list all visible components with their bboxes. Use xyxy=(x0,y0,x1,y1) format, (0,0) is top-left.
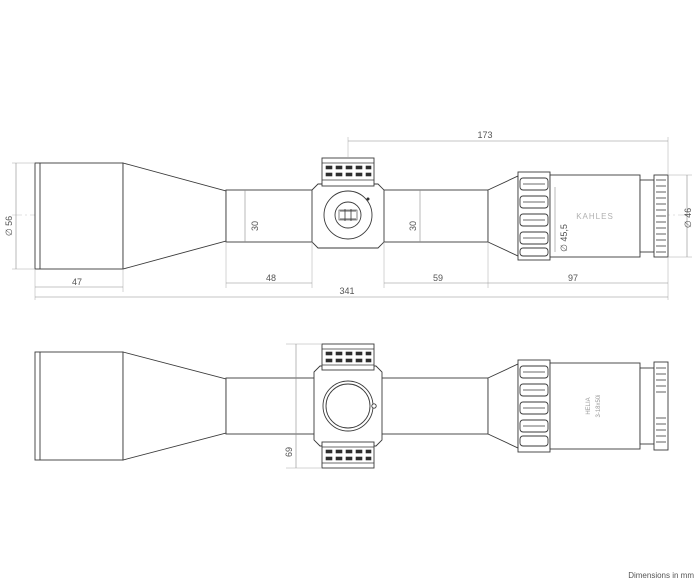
objective-taper-bottom xyxy=(122,351,227,461)
eyepiece-body-bottom xyxy=(549,362,641,450)
dim-diameter-46: ∅ 46 xyxy=(683,208,693,228)
dimensions-note: Dimensions in mm xyxy=(628,571,694,580)
diopter-ring-bottom xyxy=(639,367,655,445)
windage-turret-bottom xyxy=(321,441,375,469)
elevation-turret-bottom xyxy=(321,343,375,371)
ocular-knurled-bottom xyxy=(653,361,669,451)
top-view-dimensions: 173 ∅ 56 30 30 ∅ 45,5 ∅ 46 47 48 xyxy=(4,130,693,300)
dim-341: 341 xyxy=(339,286,354,296)
dim-diameter-45-5: ∅ 45,5 xyxy=(559,224,569,252)
dim-173: 173 xyxy=(477,130,492,140)
dim-30-front: 30 xyxy=(250,221,260,231)
scope-side-view: KAHLES xyxy=(12,157,690,270)
brand-label-model: 3-18x50i xyxy=(596,394,602,417)
eyepiece-body xyxy=(549,174,641,258)
bottom-view-dimensions: 69 xyxy=(284,343,322,469)
turret-cap-inner xyxy=(325,383,371,429)
elevation-turret xyxy=(321,157,375,187)
brand-label-top: KAHLES xyxy=(576,212,614,221)
objective-bell xyxy=(34,162,124,270)
dim-97: 97 xyxy=(568,273,578,283)
eyepiece-taper-bottom xyxy=(487,363,519,449)
brand-label-helia: HELIA xyxy=(586,397,592,414)
objective-taper xyxy=(122,162,227,270)
turret-cap-marker xyxy=(371,403,377,409)
dim-59: 59 xyxy=(433,273,443,283)
dim-48: 48 xyxy=(266,273,276,283)
eyepiece-taper xyxy=(487,175,519,257)
elevation-turret-knurling xyxy=(322,162,374,181)
diopter-ring xyxy=(639,179,655,253)
dim-69: 69 xyxy=(284,447,294,457)
ocular-knurl-lines xyxy=(656,179,666,253)
dim-30-rear: 30 xyxy=(408,221,418,231)
objective-bell-bottom xyxy=(34,351,124,461)
scope-top-view: HELIA 3-18x50i xyxy=(34,343,669,469)
magnification-ring-knurling xyxy=(519,177,549,257)
dim-diameter-56: ∅ 56 xyxy=(4,216,14,236)
dim-47: 47 xyxy=(72,277,82,287)
